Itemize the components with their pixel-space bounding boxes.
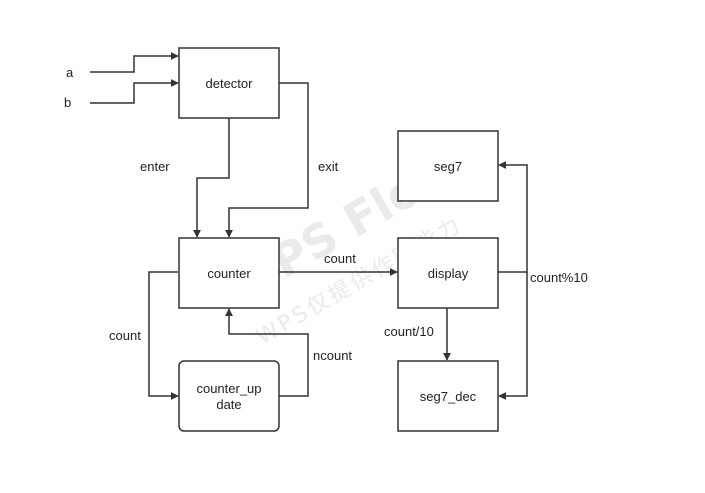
signal-b-label: b: [64, 95, 71, 110]
signal-count-mod10-label: count%10: [530, 270, 588, 285]
wire-enter: [193, 118, 230, 238]
counter-update-label-line2: date: [216, 397, 241, 412]
display-label: display: [428, 266, 469, 281]
detector-box: [178, 47, 280, 119]
seg7-box: [397, 130, 499, 202]
counter-update-block: counter_up date: [178, 360, 280, 432]
signal-count-feedback-label: count: [109, 328, 141, 343]
signal-a-label: a: [66, 65, 74, 80]
seg7-block: seg7: [397, 130, 499, 202]
seg7-dec-box: [397, 360, 499, 432]
signal-ncount-label: ncount: [313, 348, 352, 363]
wire-count-mod10-seg7dec: [498, 272, 528, 400]
counter-label: counter: [207, 266, 251, 281]
seg7-dec-block: seg7_dec: [397, 360, 499, 432]
signal-enter-label: enter: [140, 159, 170, 174]
seg7-dec-label: seg7_dec: [420, 389, 477, 404]
detector-label: detector: [206, 76, 254, 91]
counter-box: [178, 237, 280, 309]
wire-b: [90, 79, 179, 104]
counter-update-box: [178, 360, 280, 432]
wire-a: [90, 52, 179, 73]
wires: [90, 52, 528, 400]
wire-ncount: [225, 308, 309, 397]
counter-block: counter: [178, 237, 280, 309]
signal-exit-label: exit: [318, 159, 339, 174]
display-box: [397, 237, 499, 309]
seg7-label: seg7: [434, 159, 462, 174]
wire-count-mod10-seg7: [498, 161, 528, 273]
wire-exit: [225, 82, 309, 238]
display-block: display: [397, 237, 499, 309]
detector-block: detector: [178, 47, 280, 119]
wire-count-feedback: [148, 271, 179, 400]
signal-count-div10-label: count/10: [384, 324, 434, 339]
signal-labels: a b enter exit count count ncount count/…: [64, 65, 588, 363]
counter-update-label-line1: counter_up: [196, 381, 261, 396]
signal-count-label: count: [324, 251, 356, 266]
